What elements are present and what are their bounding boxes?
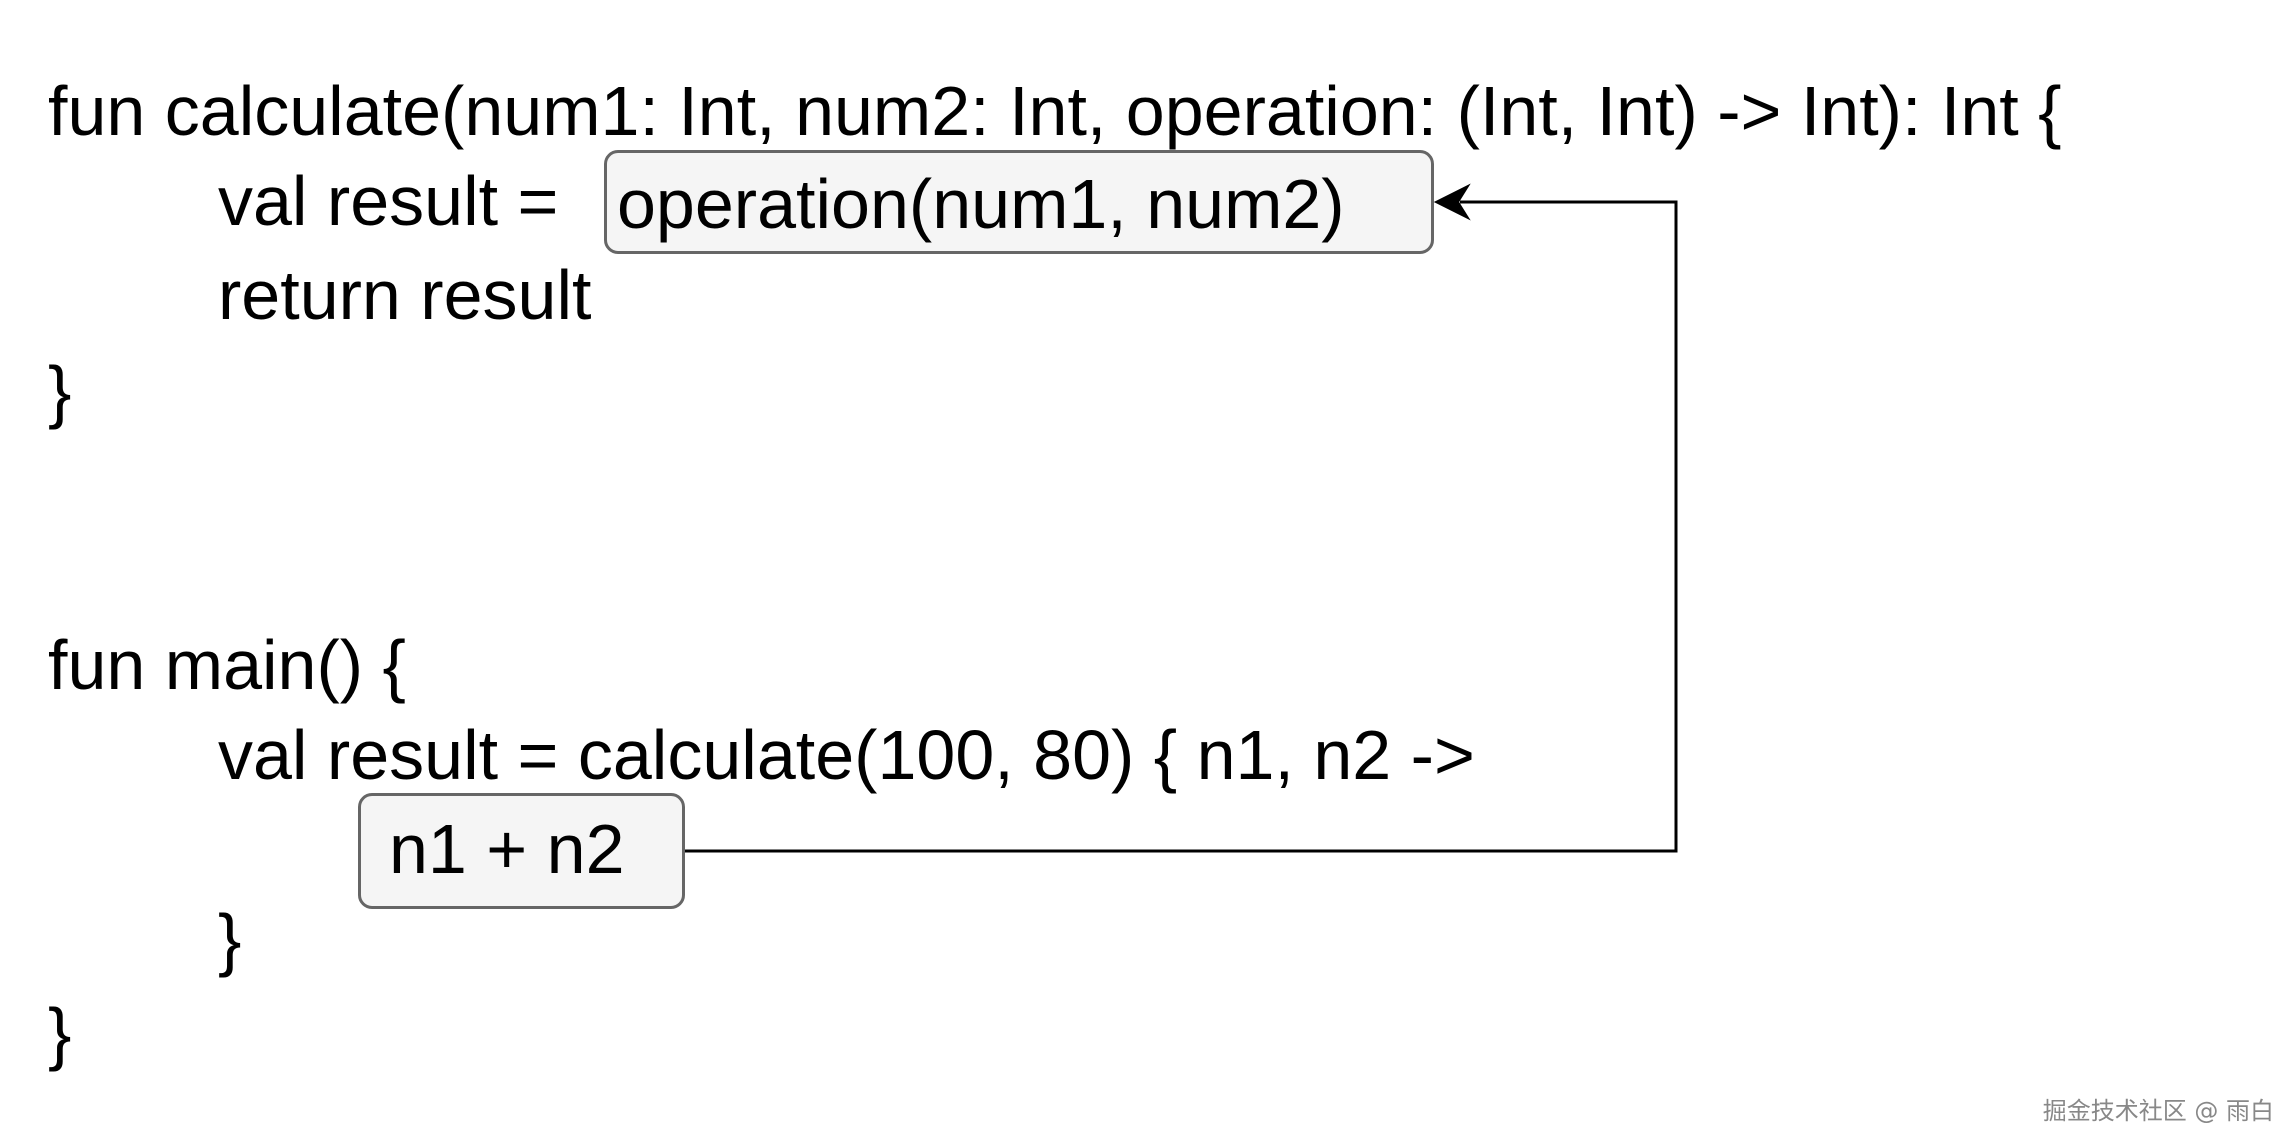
watermark: 掘金技术社区 @ 雨白 [2042, 1097, 2274, 1125]
operation-call-box: operation(num1, num2) [604, 150, 1434, 254]
calculate-closing-brace: } [48, 352, 72, 430]
lambda-closing-brace: } [218, 900, 242, 978]
calculate-signature-line: fun calculate(num1: Int, num2: Int, oper… [48, 72, 2062, 150]
main-signature-line: fun main() { [48, 626, 406, 704]
calculate-call-line: val result = calculate(100, 80) { n1, n2… [218, 716, 1475, 794]
result-assignment-prefix: val result = [218, 162, 578, 240]
main-closing-brace: } [48, 994, 72, 1072]
lambda-body-box: n1 + n2 [358, 793, 685, 909]
connector-line [685, 200, 1678, 853]
arrowhead-icon [1433, 183, 1471, 221]
return-line: return result [218, 256, 592, 334]
